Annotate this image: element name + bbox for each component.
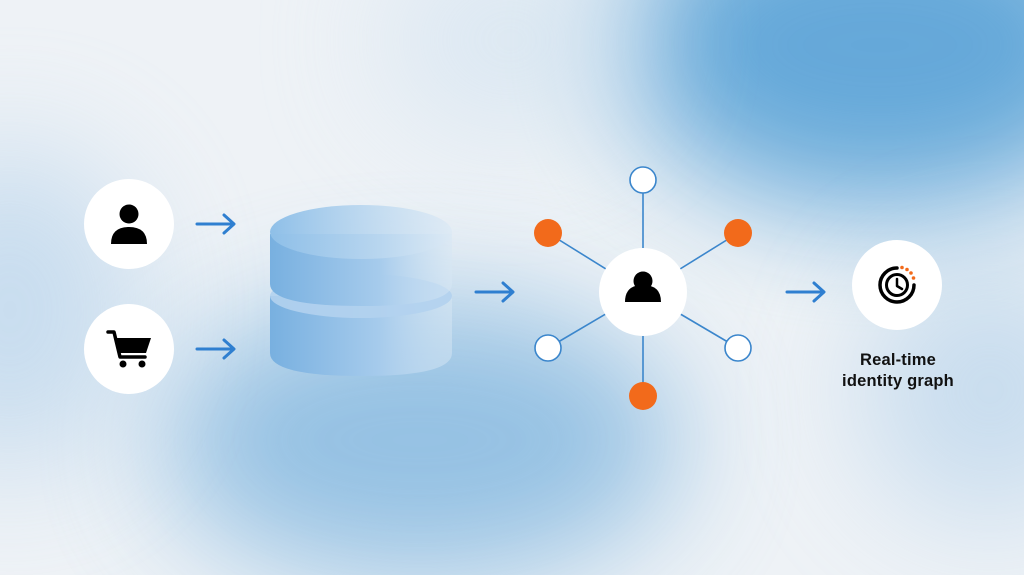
graph-node: [534, 334, 562, 362]
arrow-icon: [195, 213, 236, 235]
user-icon: [111, 204, 147, 244]
graph-node: [724, 334, 752, 362]
output-label: Real-time identity graph: [810, 350, 986, 392]
user-icon: [625, 271, 661, 302]
shopping-cart-icon: [106, 330, 151, 368]
source-cart-node: [84, 304, 174, 394]
real-time-clock-icon: [878, 265, 916, 304]
graph-node: [629, 382, 657, 410]
graph-node: [629, 166, 657, 194]
graph-node: [724, 219, 752, 247]
output-node: [852, 240, 942, 330]
output-label-line2: identity graph: [842, 372, 954, 390]
output-label-line1: Real-time: [859, 351, 937, 369]
arrow-icon: [195, 338, 236, 360]
arrow-icon: [785, 281, 826, 303]
arrow-icon: [474, 281, 515, 303]
identity-hub-node: [599, 248, 687, 336]
source-user-node: [84, 179, 174, 269]
graph-node: [534, 219, 562, 247]
database-icon: [270, 205, 452, 376]
